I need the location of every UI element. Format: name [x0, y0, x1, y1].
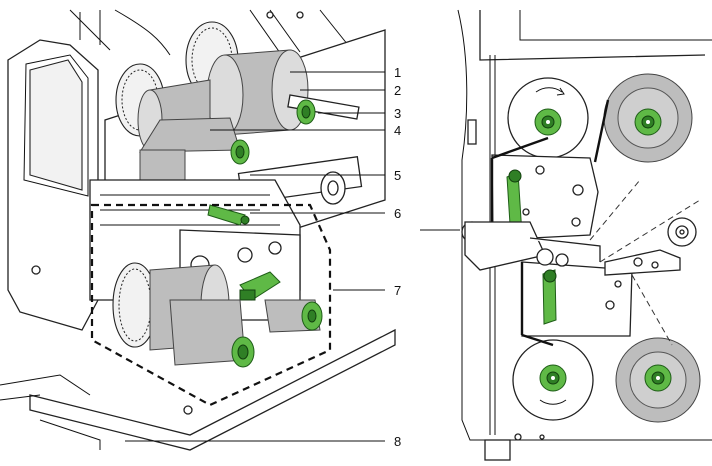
- ribbon-path-lower-a: [521, 333, 554, 347]
- callout-labels: 1 2 3 4 5 6 7 8: [394, 65, 401, 449]
- callout-1: 1: [394, 65, 401, 80]
- cover-top: [519, 10, 712, 41]
- screw-icon: [266, 11, 274, 19]
- latch-icon: [467, 119, 477, 145]
- callout-2: 2: [394, 83, 401, 98]
- callout-6: 6: [394, 206, 401, 221]
- callout-8: 8: [394, 434, 401, 449]
- callout-leaders: [125, 71, 385, 442]
- lever-icon[interactable]: [207, 204, 246, 226]
- top-edge: [479, 10, 706, 61]
- media-dash-mid: [589, 179, 641, 241]
- housing-outline: [457, 9, 712, 441]
- print-roller-bracket: [464, 221, 546, 271]
- tray-lip: [39, 419, 101, 450]
- callout-4: 4: [394, 123, 401, 138]
- side-view: [420, 9, 712, 461]
- foot: [484, 439, 511, 461]
- callout-7: 7: [394, 283, 401, 298]
- screw-icon: [514, 433, 522, 441]
- cover-edge: [114, 9, 171, 56]
- display-bezel: [23, 54, 89, 197]
- housing-edge: [69, 9, 111, 51]
- callout-3: 3: [394, 106, 401, 121]
- callout-5: 5: [394, 168, 401, 183]
- perspective-view: [0, 9, 396, 451]
- ribbon-unit-outline: [90, 203, 332, 407]
- ribbon-path-upper-a: [491, 136, 549, 160]
- ribbon-path-upper-b: [593, 99, 610, 163]
- display-screen: [29, 59, 83, 191]
- screw-icon: [183, 405, 193, 415]
- housing-base-edge: [0, 374, 91, 401]
- base-tray: [29, 328, 396, 451]
- frame-ribs: [100, 194, 280, 226]
- screw-icon: [296, 11, 304, 19]
- power-button-icon: [31, 265, 41, 275]
- media-dash-lower: [631, 274, 673, 346]
